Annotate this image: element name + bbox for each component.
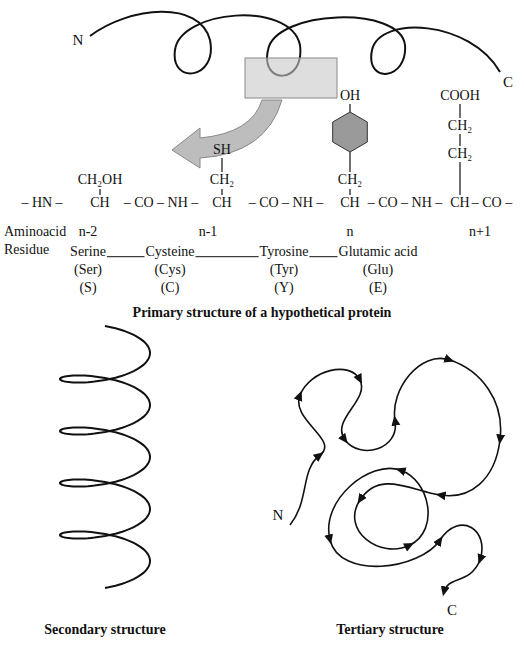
backbone: CH bbox=[450, 195, 469, 210]
peptide-link-line bbox=[309, 256, 337, 257]
peptide-link-line bbox=[196, 256, 259, 257]
one-letter-code: (E) bbox=[369, 280, 387, 295]
side-chain: CH₂ bbox=[448, 118, 472, 133]
highlight-box bbox=[245, 58, 337, 98]
side-chain: CH₂OH bbox=[78, 172, 123, 187]
peptide-link-line bbox=[107, 256, 145, 257]
residue-number: n-2 bbox=[79, 224, 98, 239]
section-caption: Secondary structure bbox=[44, 622, 165, 637]
backbone: – CO – NH – bbox=[368, 195, 443, 210]
backbone: – CO – NH – bbox=[249, 195, 324, 210]
three-letter-code: (Tyr) bbox=[270, 262, 299, 277]
side-chain: COOH bbox=[440, 88, 480, 103]
section-caption: Primary structure of a hypothetical prot… bbox=[133, 305, 392, 320]
benzene-ring bbox=[333, 112, 368, 152]
terminus-label: N bbox=[273, 507, 284, 524]
backbone: CH bbox=[212, 195, 231, 210]
one-letter-code: (C) bbox=[161, 280, 180, 295]
residue-number: n+1 bbox=[469, 224, 491, 239]
side-chain: CH₂ bbox=[210, 172, 234, 187]
side-chain: OH bbox=[340, 88, 360, 103]
row-label: Residue bbox=[4, 242, 49, 257]
side-chain: CH₂ bbox=[338, 172, 362, 187]
three-letter-code: (Glu) bbox=[363, 262, 393, 277]
one-letter-code: (Y) bbox=[274, 280, 293, 295]
three-letter-code: (Cys) bbox=[154, 262, 185, 277]
one-letter-code: (S) bbox=[79, 280, 96, 295]
backbone: CH bbox=[340, 195, 359, 210]
backbone: – HN – bbox=[21, 195, 62, 210]
amino-acid-name: Tyrosine bbox=[260, 244, 309, 259]
row-label: Aminoacid bbox=[4, 224, 66, 239]
backbone: – CO – NH – bbox=[124, 195, 199, 210]
secondary-helix bbox=[60, 326, 150, 588]
terminus-label: C bbox=[447, 602, 457, 619]
section-caption: Tertiary structure bbox=[336, 622, 444, 637]
three-letter-code: (Ser) bbox=[74, 262, 102, 277]
backbone: – CO – bbox=[472, 195, 512, 210]
side-chain: SH bbox=[213, 142, 231, 157]
side-chain: CH₂ bbox=[448, 146, 472, 161]
amino-acid-name: Serine bbox=[70, 244, 106, 259]
backbone: CH bbox=[90, 195, 109, 210]
residue-number: n bbox=[347, 224, 354, 239]
bond-lines bbox=[100, 104, 460, 195]
terminus-label: N bbox=[73, 32, 84, 49]
amino-acid-name: Cysteine bbox=[146, 244, 195, 259]
zoom-arrow bbox=[172, 100, 282, 168]
tertiary-chain bbox=[290, 358, 501, 592]
residue-number: n-1 bbox=[199, 224, 218, 239]
terminus-label: C bbox=[503, 74, 513, 91]
amino-acid-name: Glutamic acid bbox=[339, 244, 418, 259]
